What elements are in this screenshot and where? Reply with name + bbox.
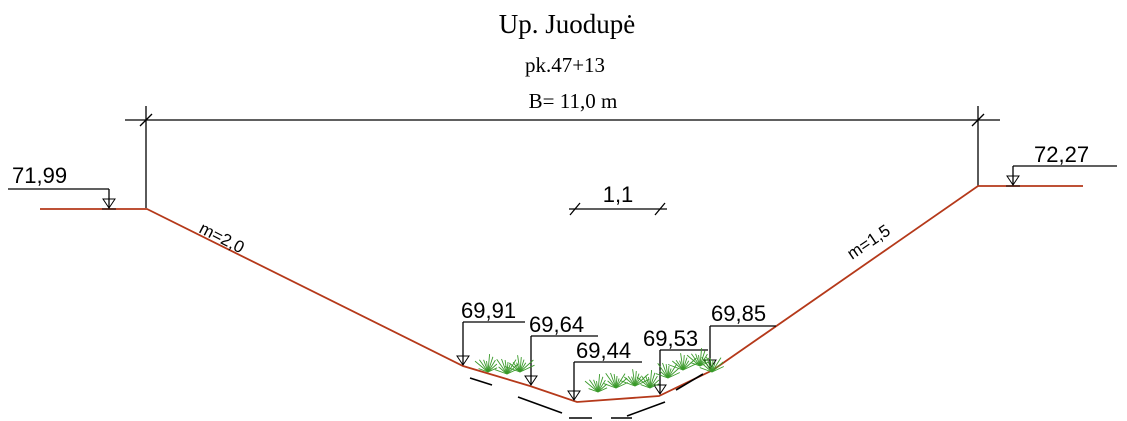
vegetation-tufts (474, 348, 724, 393)
elevation-label-4: 69,53 (643, 326, 698, 351)
design-channel-dashed (469, 373, 704, 419)
left-bank-elevation: 71,99 (12, 163, 67, 188)
scale-dimension: 1,1 (569, 182, 667, 216)
elevation-label-1: 69,91 (461, 298, 516, 323)
elevation-marker-2: 69,64 (524, 312, 598, 386)
drawing-picket: pk.47+13 (525, 53, 605, 77)
top-width-label: B= 11,0 m (529, 89, 618, 113)
left-slope-label: m=2,0 (196, 219, 247, 258)
elevation-marker-1: 69,91 (456, 298, 525, 366)
elevation-label-3: 69,44 (576, 338, 631, 363)
elevation-marker-4: 69,53 (643, 326, 708, 395)
scale-label: 1,1 (603, 182, 634, 207)
left-bank-elevation-marker: 71,99 (8, 163, 116, 210)
elevation-marker-3: 69,44 (567, 338, 642, 401)
top-width-dimension (125, 106, 1000, 208)
drawing-title: Up. Juodupė (499, 9, 636, 39)
channel-profile (40, 185, 1083, 403)
elevation-label-2: 69,64 (529, 312, 584, 337)
elevation-label-5: 69,85 (711, 301, 766, 326)
right-bank-elevation: 72,27 (1034, 142, 1089, 167)
elevation-marker-5: 69,85 (703, 301, 776, 370)
right-slope-label: m=1,5 (844, 221, 894, 263)
right-bank-elevation-marker: 72,27 (1006, 142, 1117, 187)
